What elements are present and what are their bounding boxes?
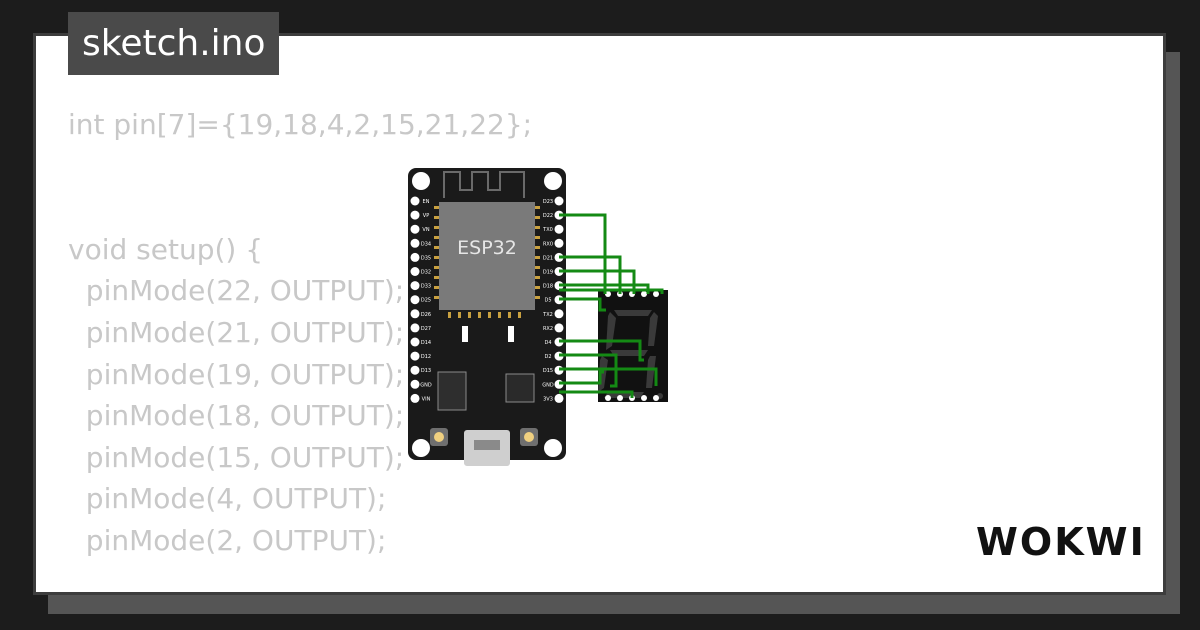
right-pin-label: D22 <box>543 213 553 219</box>
left-pin-label: VP <box>423 213 429 219</box>
code-line: int pin[7]={19,18,4,2,15,21,22}; <box>68 108 533 141</box>
right-pin-d23[interactable] <box>554 196 564 206</box>
code-line: pinMode(4, OUTPUT); <box>68 482 387 516</box>
left-pin-label: VN <box>422 227 429 233</box>
left-pin-d12[interactable] <box>410 351 420 361</box>
left-pin-label: D34 <box>421 241 431 247</box>
boot-button[interactable] <box>520 428 538 446</box>
left-pin-d32[interactable] <box>410 267 420 276</box>
circuit-diagram: ESP32 ENVPVND34D35D32D33D25D26D27D14D12D… <box>408 168 668 466</box>
left-pin-d26[interactable] <box>410 309 420 319</box>
left-pin-vn[interactable] <box>410 224 420 234</box>
left-pin-label: D35 <box>421 255 431 261</box>
esp32-board[interactable]: ESP32 ENVPVND34D35D32D33D25D26D27D14D12D… <box>408 168 566 466</box>
code-line: pinMode(15, OUTPUT); <box>68 440 405 474</box>
right-pin-label: D18 <box>543 284 553 290</box>
code-line: pinMode(19, OUTPUT); <box>68 357 405 391</box>
left-pin-label: D26 <box>421 312 431 318</box>
left-pin-gnd[interactable] <box>410 379 420 389</box>
right-pin-label: 3V3 <box>543 396 553 402</box>
left-pin-label: D32 <box>421 270 431 276</box>
right-pin-label: D21 <box>543 255 553 261</box>
left-pin-label: EN <box>423 199 430 205</box>
esp32-chip <box>439 202 535 310</box>
left-pin-label: D27 <box>421 326 431 332</box>
left-pin-vin[interactable] <box>410 393 420 403</box>
right-pin-rx2[interactable] <box>554 323 564 333</box>
left-pin-label: GND <box>420 382 432 388</box>
left-pin-d27[interactable] <box>410 323 420 333</box>
wokwi-logo: WOKWI <box>976 520 1146 564</box>
right-pin-label: D15 <box>543 368 553 374</box>
right-pin-label: D4 <box>544 340 551 346</box>
right-pin-label: RX0 <box>543 241 553 247</box>
right-pin-tx2[interactable] <box>554 309 564 319</box>
right-pin-rx0[interactable] <box>554 238 564 248</box>
left-pin-d13[interactable] <box>410 365 420 375</box>
left-pin-d33[interactable] <box>410 281 420 291</box>
right-pin-label: GND <box>542 382 554 388</box>
right-pin-label: TX0 <box>542 227 553 233</box>
right-pin-label: D23 <box>543 199 553 205</box>
code-line: pinMode(18, OUTPUT); <box>68 399 405 433</box>
left-pin-label: D33 <box>421 284 431 290</box>
wires <box>559 213 664 398</box>
left-pin-vp[interactable] <box>410 210 420 220</box>
right-pin-label: D19 <box>543 270 553 276</box>
left-pin-d14[interactable] <box>410 337 420 347</box>
left-pin-label: D25 <box>421 298 431 304</box>
en-button[interactable] <box>430 428 448 446</box>
left-pin-en[interactable] <box>410 196 420 206</box>
file-tab[interactable]: sketch.ino <box>68 12 280 75</box>
wokwi-logo-text: WOKWI <box>976 520 1146 564</box>
code-editor[interactable]: int pin[7]={19,18,4,2,15,21,22}; void set… <box>68 104 532 562</box>
code-line: pinMode(2, OUTPUT); <box>68 523 387 557</box>
left-pin-label: D12 <box>421 354 431 360</box>
chip-label: ESP32 <box>457 237 517 259</box>
right-pin-label: D2 <box>544 354 551 360</box>
right-pin-label: RX2 <box>543 326 553 332</box>
left-pin-d34[interactable] <box>410 238 420 248</box>
left-pin-d35[interactable] <box>410 252 420 262</box>
right-pin-label: TX2 <box>542 312 553 318</box>
code-line: pinMode(21, OUTPUT); <box>68 315 405 349</box>
file-tab-title: sketch.ino <box>82 23 266 64</box>
left-pin-label: D14 <box>421 340 431 346</box>
left-pin-label: VIN <box>422 396 431 402</box>
code-line: void setup() { <box>68 232 264 266</box>
right-pin-3v3[interactable] <box>554 393 564 403</box>
left-pin-d25[interactable] <box>410 295 420 305</box>
left-pin-label: D13 <box>421 368 431 374</box>
code-line: pinMode(22, OUTPUT); <box>68 274 405 308</box>
right-pin-label: D5 <box>544 298 551 304</box>
right-pin-tx0[interactable] <box>554 224 564 234</box>
